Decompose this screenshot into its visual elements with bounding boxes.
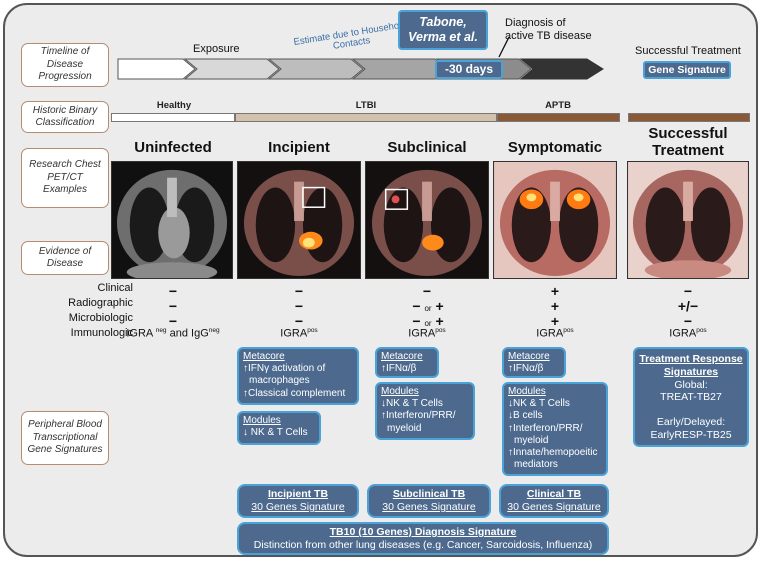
incipient-clinical: − (294, 283, 304, 299)
tb10-signature: TB10 (10 Genes) Diagnosis Signature Dist… (237, 522, 609, 555)
incipient-microbiologic: − (294, 313, 304, 329)
treatment-bar (628, 113, 750, 122)
row-label-historic: Historic Binary Classification (21, 101, 109, 133)
uninfected-radiographic: − (168, 298, 178, 314)
evidence-radiographic: Radiographic (68, 297, 133, 309)
incipient-tb-signature: Incipient TB 30 Genes Signature (237, 484, 359, 518)
treatment-clinical: − (683, 283, 693, 299)
evidence-clinical: Clinical (97, 282, 133, 294)
timeline-arrow (117, 58, 604, 80)
incipient-immunologic: IGRApos (280, 327, 318, 340)
days-box: -30 days (435, 60, 503, 79)
diagnosis-label: Diagnosis of active TB disease (505, 17, 592, 43)
clinical-modules-box: Modules ↓NK & T Cells ↓B cells ↑Interfer… (502, 382, 608, 476)
uninfected-immunologic: IGRA neg and IgGneg (126, 327, 220, 340)
treatment-immunologic: IGRApos (669, 327, 707, 340)
clinical-metacore-box: Metacore ↑IFNα/β (502, 347, 566, 378)
ltbi-bar (235, 113, 497, 122)
subclinical-modules-box: Modules ↓NK & T Cells ↑Interferon/PRR/ m… (375, 382, 475, 440)
aptb-label: APTB (545, 100, 571, 111)
incipient-modules-box: Modules ↓ NK & T Cells (237, 411, 321, 445)
scan-successful-treatment (627, 161, 749, 279)
symptomatic-immunologic: IGRApos (536, 327, 574, 340)
row-label-evidence: Evidence of Disease (21, 241, 109, 275)
ltbi-label: LTBI (355, 100, 377, 111)
incipient-radiographic: − (294, 298, 304, 314)
diagnosis-pointer (498, 36, 510, 58)
figure-frame: Timeline of Disease Progression Historic… (3, 3, 758, 557)
subclinical-radiographic: − or + (412, 298, 444, 314)
scan-uninfected (111, 161, 233, 279)
incipient-metacore-box: Metacore ↑IFNγ activation of macrophages… (237, 347, 359, 405)
stage-uninfected: Uninfected (134, 139, 212, 156)
row-label-timeline: Timeline of Disease Progression (21, 43, 109, 87)
stage-subclinical: Subclinical (387, 139, 467, 156)
evidence-immunologic: Immunologic (70, 327, 133, 339)
scan-incipient (237, 161, 361, 279)
uninfected-microbiologic: − (168, 313, 178, 329)
authors-box: Tabone, Verma et al. (398, 10, 488, 50)
stage-successful-treatment: Successful Treatment (648, 125, 728, 159)
symptomatic-microbiologic: + (550, 313, 560, 329)
subclinical-metacore-box: Metacore ↑IFNα/β (375, 347, 439, 378)
healthy-label: Healthy (156, 100, 192, 111)
uninfected-clinical: − (168, 283, 178, 299)
aptb-bar (497, 113, 620, 122)
row-label-peripheral: Peripheral Blood Transcriptional Gene Si… (21, 411, 109, 465)
clinical-tb-signature: Clinical TB 30 Genes Signature (499, 484, 609, 518)
evidence-microbiologic: Microbiologic (68, 312, 133, 324)
stage-symptomatic: Symptomatic (507, 139, 603, 156)
scan-subclinical (365, 161, 489, 279)
treatment-microbiologic: − (683, 313, 693, 329)
gene-signature-box: Gene Signature (643, 61, 731, 79)
exposure-label: Exposure (193, 43, 240, 55)
scan-symptomatic (493, 161, 617, 279)
subclinical-clinical: − (422, 283, 432, 299)
row-label-research: Research Chest PET/CT Examples (21, 148, 109, 208)
successful-treatment-label: Successful Treatment (635, 45, 741, 57)
treatment-radiographic: +/− (677, 298, 699, 314)
subclinical-tb-signature: Subclinical TB 30 Genes Signature (367, 484, 491, 518)
healthy-bar (111, 113, 235, 122)
estimate-label: Estimate due to Household Contacts (292, 19, 408, 53)
symptomatic-radiographic: + (550, 298, 560, 314)
stage-incipient: Incipient (268, 139, 330, 156)
subclinical-immunologic: IGRApos (408, 327, 446, 340)
subclinical-microbiologic: − or + (412, 313, 444, 329)
symptomatic-clinical: + (550, 283, 560, 299)
treatment-response-box: Treatment Response Signatures Global: TR… (633, 347, 749, 447)
